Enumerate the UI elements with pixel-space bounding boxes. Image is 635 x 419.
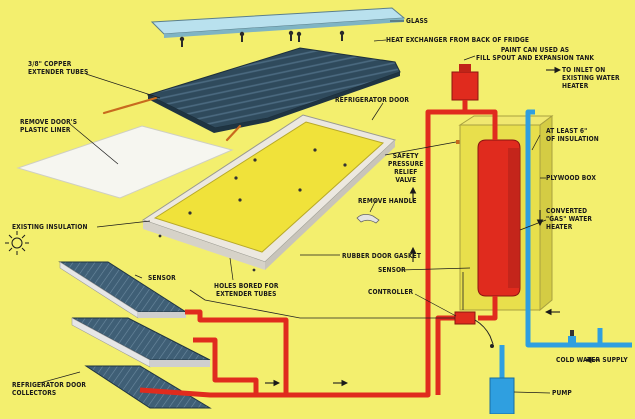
label-remove-liner: REMOVE DOOR'S PLASTIC LINER — [20, 118, 78, 134]
leader-lines — [39, 20, 551, 394]
controller-box — [454, 311, 494, 348]
collector-panel-bottom — [84, 365, 212, 409]
label-plywood-box: PLYWOOD BOX — [546, 174, 597, 182]
refrigerator-door — [141, 114, 396, 272]
screws — [179, 30, 345, 47]
label-cold-water-supply: COLD WATER SUPPLY — [556, 356, 628, 364]
door-handle — [356, 214, 380, 224]
copper-extender-tubes — [102, 96, 242, 142]
heat-exchanger — [146, 47, 401, 133]
label-refrigerator-door: REFRIGERATOR DOOR — [335, 96, 410, 104]
label-sensor-tank: SENSOR — [378, 266, 406, 274]
label-to-inlet: TO INLET ON EXISTING WATER HEATER — [562, 66, 620, 90]
glass-panel — [150, 7, 406, 38]
cold-water-piping — [499, 109, 632, 378]
label-gas-heater: CONVERTED "GAS" WATER HEATER — [546, 207, 593, 231]
label-holes-bored: HOLES BORED FOR EXTENDER TUBES — [214, 282, 279, 298]
label-safety-valve: SAFETY PRESSURE RELIEF VALVE — [388, 152, 424, 184]
label-sensor-collector: SENSOR — [148, 274, 176, 282]
label-heat-exchanger: HEAT EXCHANGER FROM BACK OF FRIDGE — [386, 36, 530, 44]
label-pump: PUMP — [552, 389, 572, 397]
cold-water-valve — [568, 330, 576, 344]
label-insulation-6: AT LEAST 6" OF INSULATION — [546, 127, 599, 143]
label-controller: CONTROLLER — [368, 288, 414, 296]
label-door-collectors: REFRIGERATOR DOOR COLLECTORS — [12, 381, 87, 397]
label-paint-can: PAINT CAN USED AS FILL SPOUT AND EXPANSI… — [476, 46, 595, 62]
flow-arrows — [265, 66, 600, 387]
label-glass: GLASS — [406, 17, 428, 25]
sun-icon — [5, 231, 29, 255]
collector-panel-upper — [58, 261, 188, 319]
label-copper-extender-tubes: 3/8" COPPER EXTENDER TUBES — [28, 60, 89, 76]
pump-icon — [489, 377, 515, 415]
sensor-wiring — [189, 272, 464, 319]
label-existing-insulation: EXISTING INSULATION — [12, 223, 88, 231]
plastic-liner — [16, 125, 234, 199]
collector-panel-lower — [71, 317, 211, 368]
label-remove-handle: REMOVE HANDLE — [358, 197, 417, 205]
paint-can-tank — [451, 64, 479, 101]
label-rubber-gasket: RUBBER DOOR GASKET — [342, 252, 421, 260]
water-heater-tank — [477, 139, 521, 297]
